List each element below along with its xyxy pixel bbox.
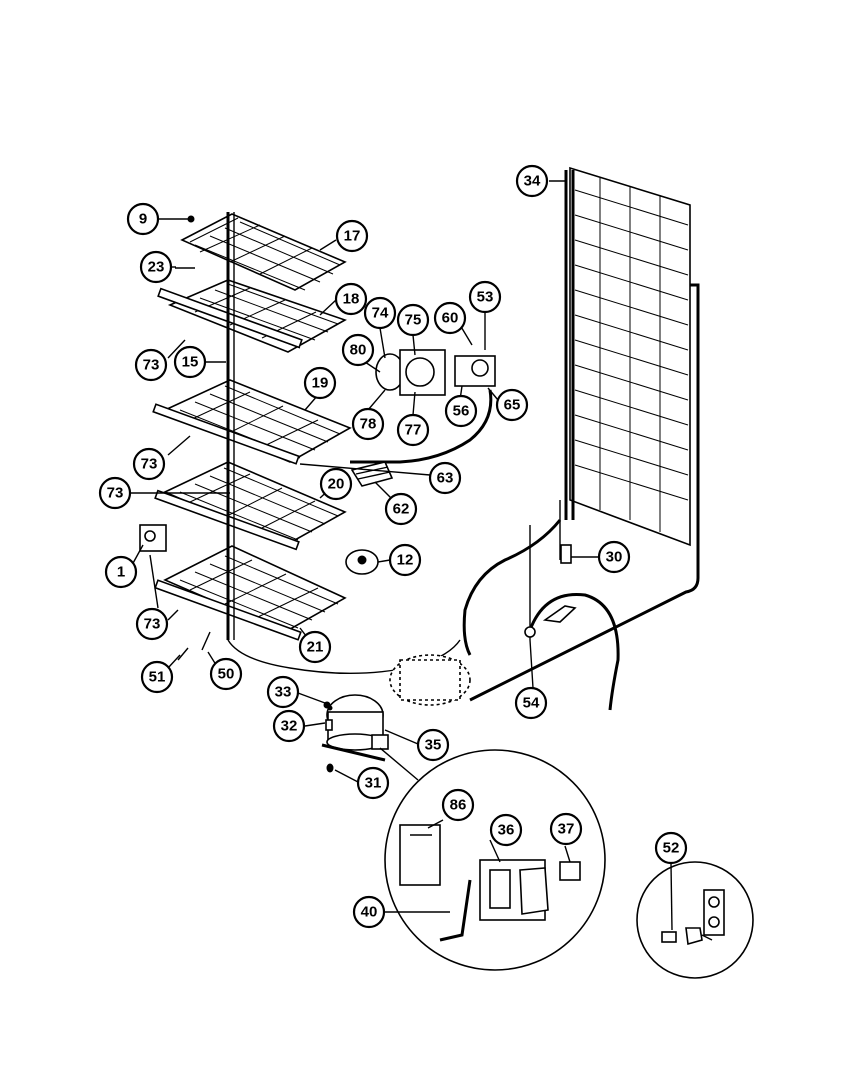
heater-62: [350, 461, 394, 487]
callout-65: 65: [495, 388, 529, 422]
svg-text:9: 9: [139, 211, 147, 228]
callout-23: 23: [139, 250, 173, 284]
svg-text:63: 63: [437, 470, 454, 487]
leader-lines: [130, 180, 673, 931]
shelf-20: [154, 461, 347, 551]
shelf-21: [154, 545, 347, 641]
callout-54: 54: [514, 686, 548, 720]
svg-text:54: 54: [523, 695, 540, 712]
callout-35: 35: [416, 728, 450, 762]
callout-30: 30: [597, 540, 631, 574]
svg-text:53: 53: [477, 289, 494, 306]
svg-text:31: 31: [365, 775, 382, 792]
svg-text:80: 80: [350, 342, 367, 359]
callout-1: 1: [104, 555, 138, 589]
callout-73b: 73: [132, 447, 166, 481]
svg-text:36: 36: [498, 822, 515, 839]
svg-text:62: 62: [393, 501, 410, 518]
callout-18: 18: [334, 282, 368, 316]
svg-text:23: 23: [148, 259, 165, 276]
shelf-18: [157, 279, 347, 353]
electrical-detail: [379, 747, 606, 971]
key-detail: [636, 861, 754, 979]
callout-12: 12: [388, 543, 422, 577]
condenser-34: [469, 166, 700, 702]
svg-text:12: 12: [397, 552, 414, 569]
callout-51: 51: [140, 660, 174, 694]
tubing-54: [462, 519, 620, 711]
callout-17: 17: [335, 219, 369, 253]
compressor-35: [321, 694, 389, 773]
callout-31: 31: [356, 766, 390, 800]
callout-33: 33: [266, 675, 300, 709]
svg-text:86: 86: [450, 797, 467, 814]
callouts: 9 17 23 18 73 15 74 75 60 53 80 65 56 78…: [98, 164, 688, 929]
svg-text:30: 30: [606, 549, 623, 566]
callout-74: 74: [363, 296, 397, 330]
callout-73d: 73: [135, 607, 169, 641]
compressor-outline: [389, 654, 471, 706]
svg-text:73: 73: [144, 616, 161, 633]
callout-37: 37: [549, 812, 583, 846]
callout-19: 19: [303, 366, 337, 400]
shelf-19: [152, 379, 352, 465]
callout-15: 15: [173, 345, 207, 379]
callout-73c: 73: [98, 476, 132, 510]
svg-text:20: 20: [328, 476, 345, 493]
svg-text:19: 19: [312, 375, 329, 392]
callout-78: 78: [351, 407, 385, 441]
part-1: [139, 524, 167, 609]
svg-text:77: 77: [405, 422, 422, 439]
svg-text:73: 73: [141, 456, 158, 473]
callout-20: 20: [319, 467, 353, 501]
svg-text:35: 35: [425, 737, 442, 754]
callout-75: 75: [396, 303, 430, 337]
callout-34: 34: [515, 164, 549, 198]
svg-text:56: 56: [453, 403, 470, 420]
callout-60: 60: [433, 301, 467, 335]
svg-text:32: 32: [281, 718, 298, 735]
svg-text:74: 74: [372, 305, 389, 322]
svg-text:21: 21: [307, 639, 324, 656]
callout-32: 32: [272, 709, 306, 743]
svg-text:33: 33: [275, 684, 292, 701]
part-12: [345, 549, 379, 575]
svg-text:15: 15: [182, 354, 199, 371]
svg-text:73: 73: [107, 485, 124, 502]
callout-40: 40: [352, 895, 386, 929]
svg-text:18: 18: [343, 291, 360, 308]
callout-62: 62: [384, 492, 418, 526]
svg-text:40: 40: [361, 904, 378, 921]
callout-56: 56: [444, 394, 478, 428]
callout-50: 50: [209, 657, 243, 691]
svg-text:78: 78: [360, 416, 377, 433]
svg-text:17: 17: [344, 228, 361, 245]
svg-text:51: 51: [149, 669, 166, 686]
callout-9: 9: [126, 202, 160, 236]
callout-53: 53: [468, 280, 502, 314]
svg-text:1: 1: [117, 564, 125, 581]
callout-52: 52: [654, 831, 688, 865]
callout-21: 21: [298, 630, 332, 664]
svg-text:75: 75: [405, 312, 422, 329]
svg-text:65: 65: [504, 397, 521, 414]
svg-text:73: 73: [143, 357, 160, 374]
callout-36: 36: [489, 813, 523, 847]
callout-73a: 73: [134, 348, 168, 382]
svg-text:37: 37: [558, 821, 575, 838]
svg-text:52: 52: [663, 840, 680, 857]
callout-63: 63: [428, 461, 462, 495]
svg-text:60: 60: [442, 310, 459, 327]
fan-assembly: [350, 349, 496, 464]
svg-text:50: 50: [218, 666, 235, 683]
callout-86: 86: [441, 788, 475, 822]
shelf-17: [180, 213, 347, 291]
svg-text:34: 34: [524, 173, 541, 190]
callout-80: 80: [341, 333, 375, 367]
callout-77: 77: [396, 413, 430, 447]
